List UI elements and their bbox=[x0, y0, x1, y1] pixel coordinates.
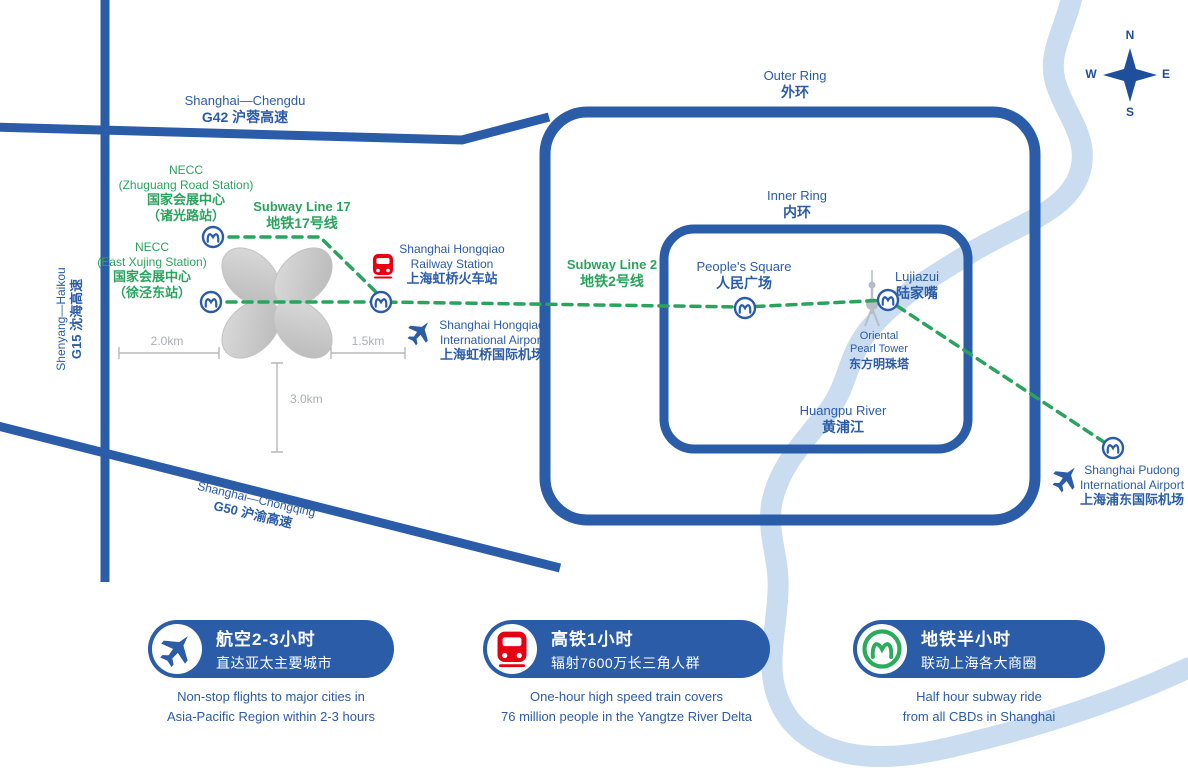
metro-station-icon-hongqiao bbox=[369, 290, 393, 314]
metro-station-icon-pudong-airport bbox=[1101, 436, 1125, 460]
legend-subway-en1: Half hour subway ride bbox=[916, 689, 1042, 704]
g50-expressway-path bbox=[0, 421, 562, 573]
legend-card-rail: 高铁1小时 辐射7600万长三角人群 One-hour high speed t… bbox=[483, 620, 770, 727]
metro-station-icon-peoples-square bbox=[733, 296, 757, 320]
hongqiao-railway-zh: 上海虹桥火车站 bbox=[406, 271, 498, 287]
pearl-tower-en2: Pearl Tower bbox=[850, 343, 908, 356]
subway-line2-label: Subway Line 2 地铁2号线 bbox=[532, 257, 692, 290]
compass-s-label: S bbox=[1125, 105, 1134, 119]
metro-icon bbox=[857, 624, 907, 674]
lujiazui-en: Lujiazui bbox=[894, 269, 940, 284]
necc-xujing-station-en: (East Xujing Station) bbox=[97, 254, 207, 269]
peoples-square-label: People's Square 人民广场 bbox=[674, 259, 814, 292]
hongqiao-airport-en2: International Airport bbox=[439, 332, 545, 347]
hongqiao-railway-train-icon bbox=[372, 253, 394, 279]
distance-2km-label: 2.0km bbox=[150, 334, 184, 348]
subway-line2-label-zh: 地铁2号线 bbox=[580, 272, 644, 289]
huangpu-river-label: Huangpu River 黄浦江 bbox=[773, 403, 913, 436]
necc-xujing-name-zh: 国家会展中心 bbox=[112, 269, 191, 285]
necc-zhuguang-station-zh: （诸光路站） bbox=[146, 208, 225, 224]
necc-xujing-label: NECC (East Xujing Station) 国家会展中心 （徐泾东站） bbox=[57, 240, 247, 301]
plane-icon bbox=[152, 624, 202, 674]
pudong-airport-en1: Shanghai Pudong bbox=[1084, 463, 1180, 477]
pearl-tower-zh: 东方明珠塔 bbox=[848, 356, 909, 371]
necc-zhuguang-name-en: NECC bbox=[168, 163, 203, 177]
g42-label: Shanghai—Chengdu G42 沪蓉高速 bbox=[145, 93, 345, 126]
legend-flight-en2: Asia-Pacific Region within 2-3 hours bbox=[166, 709, 376, 725]
subway-line2-label-en: Subway Line 2 bbox=[566, 257, 658, 272]
compass-n-label: N bbox=[1125, 28, 1135, 42]
pudong-airport-label: Shanghai Pudong International Airport 上海… bbox=[1072, 463, 1188, 508]
distance-1-5km-label: 1.5km bbox=[351, 334, 385, 348]
legend-card-flight: 航空2-3小时 直达亚太主要城市 Non-stop flights to maj… bbox=[148, 620, 394, 727]
legend-rail-sub-zh: 辐射7600万长三角人群 bbox=[551, 655, 701, 671]
huangpu-river-en: Huangpu River bbox=[799, 403, 887, 418]
pudong-airport-en2: International Airport bbox=[1079, 477, 1185, 492]
train-icon bbox=[487, 624, 537, 674]
compass-rose-icon bbox=[1103, 48, 1157, 102]
necc-zhuguang-station-en: (Zhuguang Road Station) bbox=[118, 177, 254, 192]
legend-subway-en: Half hour subway ride from all CBDs in S… bbox=[853, 687, 1105, 727]
huangpu-river-zh: 黄浦江 bbox=[822, 418, 864, 435]
subway-line17-label-en: Subway Line 17 bbox=[253, 199, 351, 214]
peoples-square-en: People's Square bbox=[696, 259, 792, 274]
legend-card-subway: 地铁半小时 联动上海各大商圈 Half hour subway ride fro… bbox=[853, 620, 1105, 727]
subway-line17-label: Subway Line 17 地铁17号线 bbox=[222, 199, 382, 232]
distance-3km-label: 3.0km bbox=[290, 392, 323, 406]
legend-subway-sub-zh: 联动上海各大商圈 bbox=[921, 655, 1037, 671]
inner-ring-road-path bbox=[659, 224, 973, 454]
necc-zhuguang-name-zh: 国家会展中心 bbox=[146, 192, 225, 208]
legend-flight-en: Non-stop flights to major cities in Asia… bbox=[148, 687, 394, 727]
g42-expressway-path bbox=[0, 112, 551, 145]
legend-flight-sub-zh: 直达亚太主要城市 bbox=[216, 655, 332, 671]
legend-flight-pill: 航空2-3小时 直达亚太主要城市 bbox=[148, 620, 394, 678]
legend-rail-en1: One-hour high speed train covers bbox=[530, 689, 723, 704]
legend-subway-en2: from all CBDs in Shanghai bbox=[902, 709, 1056, 725]
compass-w-label: W bbox=[1085, 67, 1097, 81]
outer-ring-label-zh: 外环 bbox=[781, 83, 809, 100]
necc-zhuguang-label: NECC (Zhuguang Road Station) 国家会展中心 （诸光路… bbox=[91, 163, 281, 224]
legend-subway-pill: 地铁半小时 联动上海各大商圈 bbox=[853, 620, 1105, 678]
legend-flight-en1: Non-stop flights to major cities in bbox=[177, 689, 365, 704]
hongqiao-railway-en1: Shanghai Hongqiao bbox=[399, 242, 505, 256]
legend-flight-title-zh: 航空2-3小时 bbox=[216, 630, 316, 649]
dimension-lines bbox=[118, 347, 406, 453]
lujiazui-zh: 陆家嘴 bbox=[896, 284, 938, 301]
g42-label-en: Shanghai—Chengdu bbox=[184, 93, 306, 108]
lujiazui-label: Lujiazui 陆家嘴 bbox=[867, 269, 967, 302]
peoples-square-zh: 人民广场 bbox=[716, 274, 772, 291]
legend-rail-en: One-hour high speed train covers 76 mill… bbox=[483, 687, 770, 727]
legend-rail-pill: 高铁1小时 辐射7600万长三角人群 bbox=[483, 620, 770, 678]
hongqiao-airport-en1: Shanghai Hongqiao bbox=[439, 318, 545, 332]
legend-rail-title-zh: 高铁1小时 bbox=[551, 630, 634, 649]
subway-line17-label-zh: 地铁17号线 bbox=[266, 214, 338, 231]
inner-ring-label-zh: 内环 bbox=[783, 203, 811, 220]
hongqiao-railway-label: Shanghai Hongqiao Railway Station 上海虹桥火车… bbox=[392, 242, 512, 287]
hongqiao-railway-en2: Railway Station bbox=[410, 256, 494, 271]
huangpu-river-path bbox=[760, 0, 1188, 768]
outer-ring-road-path bbox=[539, 106, 1041, 526]
pudong-airport-zh: 上海浦东国际机场 bbox=[1079, 492, 1184, 508]
compass-e-label: E bbox=[1161, 67, 1170, 81]
legend-subway-title-zh: 地铁半小时 bbox=[921, 630, 1011, 649]
pearl-tower-en1: Oriental bbox=[859, 330, 899, 342]
necc-xujing-name-en: NECC bbox=[134, 240, 169, 254]
outer-ring-label: Outer Ring 外环 bbox=[715, 68, 875, 101]
inner-ring-label-en: Inner Ring bbox=[767, 188, 827, 203]
pearl-tower-label: Oriental Pearl Tower 东方明珠塔 bbox=[829, 330, 929, 371]
subway-line17-path bbox=[211, 235, 383, 299]
hongqiao-airport-zh: 上海虹桥国际机场 bbox=[439, 347, 544, 363]
legend-rail-en2: 76 million people in the Yangtze River D… bbox=[501, 709, 752, 725]
g42-label-zh: G42 沪蓉高速 bbox=[201, 108, 289, 125]
inner-ring-label: Inner Ring 内环 bbox=[717, 188, 877, 221]
outer-ring-label-en: Outer Ring bbox=[763, 68, 827, 83]
hongqiao-airport-label: Shanghai Hongqiao International Airport … bbox=[427, 318, 557, 363]
necc-xujing-station-zh: （徐泾东站） bbox=[112, 285, 191, 301]
